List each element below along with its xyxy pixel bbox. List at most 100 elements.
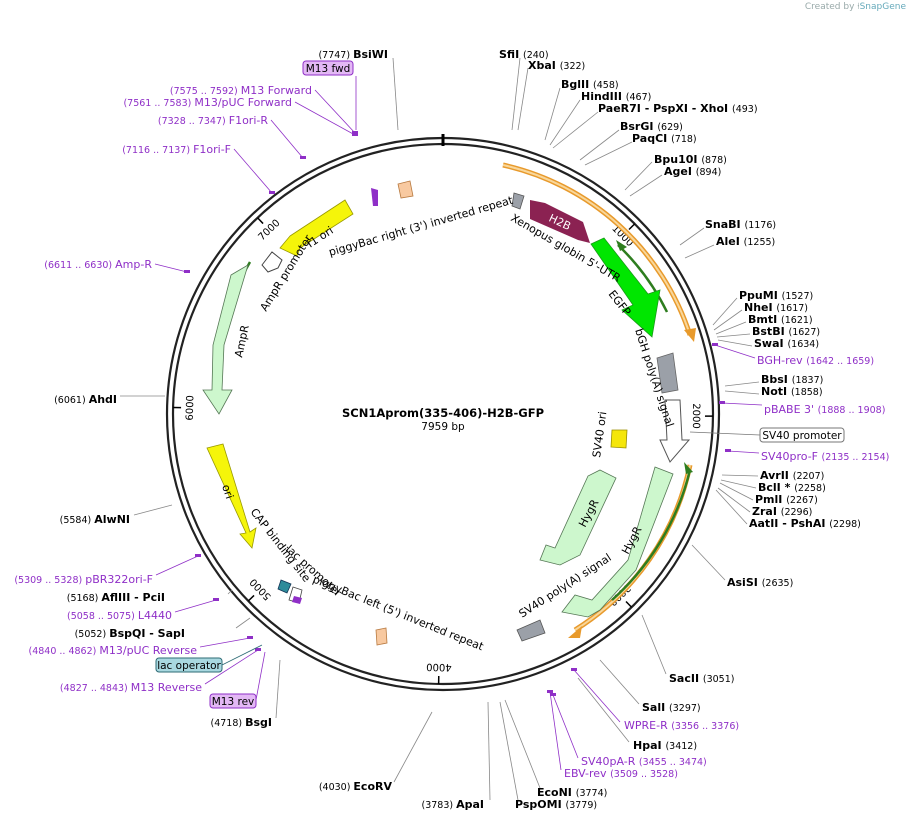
primer-site: (7575 .. 7592) M13 Forward xyxy=(170,84,312,97)
site-name: EBV-rev xyxy=(564,767,610,780)
primer-mark-13 xyxy=(247,636,253,639)
enzyme-site: (5584) AlwNI xyxy=(60,513,130,526)
box-m13_rev xyxy=(209,693,257,709)
enzyme-line-20 xyxy=(720,479,757,489)
site-name: BmtI xyxy=(748,313,781,326)
feature-label-sv40-ori: SV40 ori xyxy=(590,411,609,459)
site-name: ZraI xyxy=(752,505,781,518)
site-position: (3455 .. 3474) xyxy=(639,757,707,768)
enzyme-site: Bpu10I (878) xyxy=(654,153,727,166)
site-position: (894) xyxy=(696,167,722,178)
enzyme-site: AvrII (2207) xyxy=(760,469,824,482)
site-position: (6061) xyxy=(54,395,89,406)
enzyme-line-17 xyxy=(724,381,760,387)
site-name: EcoRV xyxy=(353,780,392,793)
site-position: (1642 .. 1659) xyxy=(806,356,874,367)
primer-mark-5 xyxy=(712,343,718,346)
enzyme-site: SacII (3051) xyxy=(669,672,734,685)
primer-site: (5309 .. 5328) pBR322ori-F xyxy=(14,573,153,586)
site-name: PmlI xyxy=(755,493,786,506)
enzyme-site: AatII - PshAI (2298) xyxy=(749,517,861,530)
site-name: AhdI xyxy=(89,393,117,406)
enzyme-site: AsiSI (2635) xyxy=(727,576,793,589)
feature-label-cap: CAP binding site xyxy=(248,506,314,585)
primer-mark-14 xyxy=(255,648,261,651)
enzyme-site: ZraI (2296) xyxy=(752,505,812,518)
site-name: L4440 xyxy=(138,609,172,622)
feature-label-piggybac-right: piggyBac right (3') inverted repeat xyxy=(327,194,515,259)
enzyme-site: HindIII (467) xyxy=(581,90,651,103)
site-position: (1627) xyxy=(789,327,821,338)
feature-ori xyxy=(206,443,257,549)
enzyme-site: PaqCI (718) xyxy=(632,132,697,145)
enzyme-site: (4718) BsgI xyxy=(210,716,272,729)
primer-site: SV40pro-F (2135 .. 2154) xyxy=(761,450,889,463)
site-position: (1527) xyxy=(782,291,814,302)
site-position: (2298) xyxy=(829,519,861,530)
enzyme-site: (7747) BsiWI xyxy=(318,48,388,61)
box-lac_operator xyxy=(155,657,223,673)
site-position: (7575 .. 7592) xyxy=(170,86,241,97)
tick-3000 xyxy=(625,600,633,608)
feature-xenopus-utr xyxy=(511,192,525,210)
site-position: (4718) xyxy=(210,718,245,729)
enzyme-site: BbsI (1837) xyxy=(761,373,823,386)
site-position: (240) xyxy=(523,50,549,61)
primer-mark-1 xyxy=(352,133,358,136)
enzyme-line-2 xyxy=(517,67,529,131)
primer-line-14 xyxy=(204,649,259,685)
enzyme-line-5 xyxy=(552,111,599,149)
primer-site: (7328 .. 7347) F1ori-R xyxy=(158,114,268,127)
primer-line-12 xyxy=(174,599,217,613)
enzyme-site: AgeI (894) xyxy=(664,165,721,178)
site-position: (5309 .. 5328) xyxy=(14,575,85,586)
site-name: AsiSI xyxy=(727,576,762,589)
site-name: BspQI - SapI xyxy=(109,627,185,640)
site-name: BsgI xyxy=(245,716,272,729)
orf-arc-h2b-gfp-fill xyxy=(502,164,691,336)
site-name: M13 Reverse xyxy=(131,681,202,694)
feature-piggybac-left xyxy=(375,627,388,646)
site-position: (1634) xyxy=(787,339,819,350)
enzyme-site: SfiI (240) xyxy=(499,48,549,61)
enzyme-line-33 xyxy=(235,617,251,629)
site-name: SalI xyxy=(642,701,669,714)
enzyme-site: BclI * (2258) xyxy=(758,481,826,494)
enzyme-line-29 xyxy=(499,701,519,801)
site-position: (3051) xyxy=(703,674,735,685)
feature-label-ori: ori xyxy=(219,483,236,501)
primer-site: (4827 .. 4843) M13 Reverse xyxy=(60,681,202,694)
site-position: (3356 .. 3376) xyxy=(671,721,739,732)
feature-egfp xyxy=(590,237,661,338)
enzyme-site: SwaI (1634) xyxy=(754,337,819,350)
enzyme-site: (3783) ApaI xyxy=(421,798,484,811)
site-name: XbaI xyxy=(528,59,560,72)
enzyme-site: PpuMI (1527) xyxy=(739,289,813,302)
site-name: BbsI xyxy=(761,373,792,386)
enzyme-site: BglII (458) xyxy=(561,78,619,91)
box-label-lac_operator: lac operator xyxy=(157,660,221,672)
snapgene-credit: Created by ⍿SnapGene xyxy=(805,2,906,12)
site-position: (2635) xyxy=(762,578,794,589)
site-name: SV40pA-R xyxy=(581,755,639,768)
site-name: AlwNI xyxy=(94,513,130,526)
site-position: (1837) xyxy=(792,375,824,386)
primer-line-2 xyxy=(270,119,304,159)
enzyme-line-13 xyxy=(713,309,743,331)
site-name: SV40pro-F xyxy=(761,450,822,463)
primer-line-10 xyxy=(549,691,562,771)
enzyme-line-35 xyxy=(133,504,173,516)
primer-line-13 xyxy=(199,637,251,648)
site-position: (458) xyxy=(593,80,619,91)
site-position: (2207) xyxy=(793,471,825,482)
enzyme-line-34 xyxy=(227,589,233,595)
enzyme-site: BsrGI (629) xyxy=(620,120,683,133)
enzyme-site: SalI (3297) xyxy=(642,701,701,714)
tick-label-4000: 4000 xyxy=(426,661,452,672)
enzyme-line-12 xyxy=(712,297,738,326)
site-position: (3774) xyxy=(576,788,608,799)
feature-cap-binding xyxy=(277,579,292,594)
primer-mark-0 xyxy=(352,131,358,134)
site-position: (1888 .. 1908) xyxy=(818,405,886,416)
